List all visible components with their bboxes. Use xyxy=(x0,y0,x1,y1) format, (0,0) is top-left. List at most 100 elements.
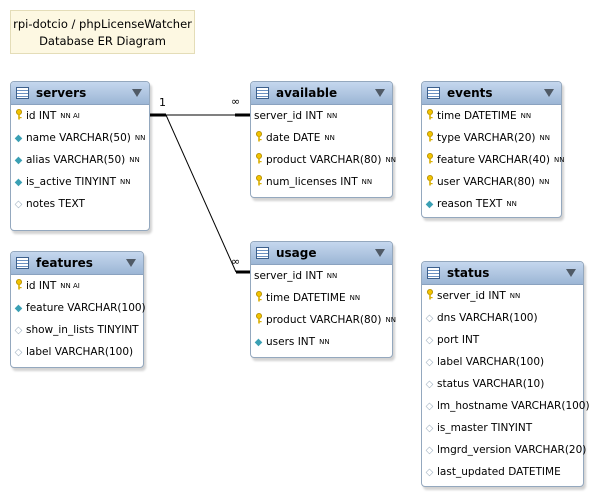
column-flags: NN xyxy=(361,178,373,186)
column-definition: product VARCHAR(80) xyxy=(266,314,382,326)
collapse-arrow-icon[interactable] xyxy=(544,89,554,97)
column-row[interactable]: ◇is_master TINYINT xyxy=(422,417,583,439)
primary-key-icon xyxy=(425,153,434,167)
column-row[interactable]: ◇last_updated DATETIME xyxy=(422,461,583,483)
cardinality-one: 1 xyxy=(159,96,166,109)
column-flags: NN xyxy=(539,134,551,142)
not-null-column-icon: ◆ xyxy=(425,198,434,210)
column-row[interactable]: ◇lm_hostname VARCHAR(100) xyxy=(422,395,590,417)
primary-key-icon xyxy=(14,279,23,293)
column-flags: NN xyxy=(385,316,396,324)
column-definition: status VARCHAR(10) xyxy=(437,378,545,390)
collapse-arrow-icon[interactable] xyxy=(126,259,136,267)
servers-table-header[interactable]: servers xyxy=(11,82,149,105)
column-definition: time DATETIME xyxy=(437,110,517,122)
nullable-column-icon: ◇ xyxy=(425,422,434,434)
column-row[interactable]: ◇status VARCHAR(10) xyxy=(422,373,583,395)
status-table-header[interactable]: status xyxy=(422,262,583,285)
column-flags: NN xyxy=(326,272,338,280)
table-icon xyxy=(16,257,29,269)
column-row[interactable]: ◇port INT xyxy=(422,329,583,351)
usage-table-header[interactable]: usage xyxy=(251,242,392,265)
events-table-name: events xyxy=(447,86,493,100)
column-row[interactable]: product VARCHAR(80)NN xyxy=(251,309,396,331)
column-flags: NN xyxy=(319,338,330,346)
column-definition: show_in_lists TINYINT xyxy=(26,324,139,336)
column-flags: NN AI xyxy=(60,112,80,120)
not-null-column-icon: ◆ xyxy=(14,302,23,314)
column-row[interactable]: user VARCHAR(80)NN xyxy=(422,171,561,193)
column-flags: NN xyxy=(120,178,131,186)
primary-key-icon xyxy=(14,109,23,123)
column-definition: last_updated DATETIME xyxy=(437,466,561,478)
column-row[interactable]: ◇label VARCHAR(100) xyxy=(422,351,583,373)
column-row[interactable]: ◆alias VARCHAR(50)NN xyxy=(11,149,149,171)
collapse-arrow-icon[interactable] xyxy=(566,269,576,277)
column-definition: date DATE xyxy=(266,132,321,144)
column-row[interactable]: ◆name VARCHAR(50)NN xyxy=(11,127,149,149)
primary-key-icon xyxy=(254,291,263,305)
primary-key-icon xyxy=(254,313,263,327)
available-table-header[interactable]: available xyxy=(251,82,392,105)
column-definition: id INT xyxy=(26,280,57,292)
collapse-arrow-icon[interactable] xyxy=(375,89,385,97)
note-line-2: Database ER Diagram xyxy=(39,34,166,48)
column-definition: lmgrd_version VARCHAR(20) xyxy=(437,444,587,456)
nullable-column-icon: ◇ xyxy=(425,444,434,456)
column-row[interactable]: ◇dns VARCHAR(100) xyxy=(422,307,583,329)
collapse-arrow-icon[interactable] xyxy=(375,249,385,257)
column-row[interactable]: type VARCHAR(20)NN xyxy=(422,127,561,149)
not-null-column-icon: ◆ xyxy=(14,176,23,188)
column-row[interactable]: ◆feature VARCHAR(100) xyxy=(11,297,146,319)
column-row[interactable]: feature VARCHAR(40)NN xyxy=(422,149,565,171)
features-table-header[interactable]: features xyxy=(11,252,143,275)
column-row[interactable]: ◇notes TEXT xyxy=(11,193,149,215)
not-null-column-icon: ◆ xyxy=(14,154,23,166)
table-icon xyxy=(427,267,440,279)
column-definition: label VARCHAR(100) xyxy=(437,356,545,368)
table-icon xyxy=(427,87,440,99)
events-table-header[interactable]: events xyxy=(422,82,561,105)
column-definition: server_id INT xyxy=(437,290,506,302)
nullable-column-icon: ◇ xyxy=(425,378,434,390)
column-definition: is_master TINYINT xyxy=(437,422,533,434)
column-definition: reason TEXT xyxy=(437,198,503,210)
not-null-column-icon: ◆ xyxy=(254,336,263,348)
not-null-column-icon: ◆ xyxy=(14,132,23,144)
column-flags: NN xyxy=(553,156,565,164)
nullable-column-icon: ◇ xyxy=(425,356,434,368)
column-row[interactable]: ◇label VARCHAR(100) xyxy=(11,341,143,363)
primary-key-icon xyxy=(254,175,263,189)
column-row[interactable]: ◇show_in_lists TINYINT xyxy=(11,319,143,341)
diagram-title-note: rpi-dotcio / phpLicenseWatcher Database … xyxy=(10,10,195,54)
column-definition: feature VARCHAR(100) xyxy=(26,302,146,314)
status-table-name: status xyxy=(447,266,490,280)
column-row[interactable]: ◇lmgrd_version VARCHAR(20) xyxy=(422,439,587,461)
primary-key-icon xyxy=(425,175,434,189)
primary-key-icon xyxy=(425,289,434,303)
column-definition: name VARCHAR(50) xyxy=(26,132,131,144)
column-definition: lm_hostname VARCHAR(100) xyxy=(437,400,590,412)
table-icon xyxy=(16,87,29,99)
collapse-arrow-icon[interactable] xyxy=(132,89,142,97)
column-row[interactable]: product VARCHAR(80)NN xyxy=(251,149,396,171)
